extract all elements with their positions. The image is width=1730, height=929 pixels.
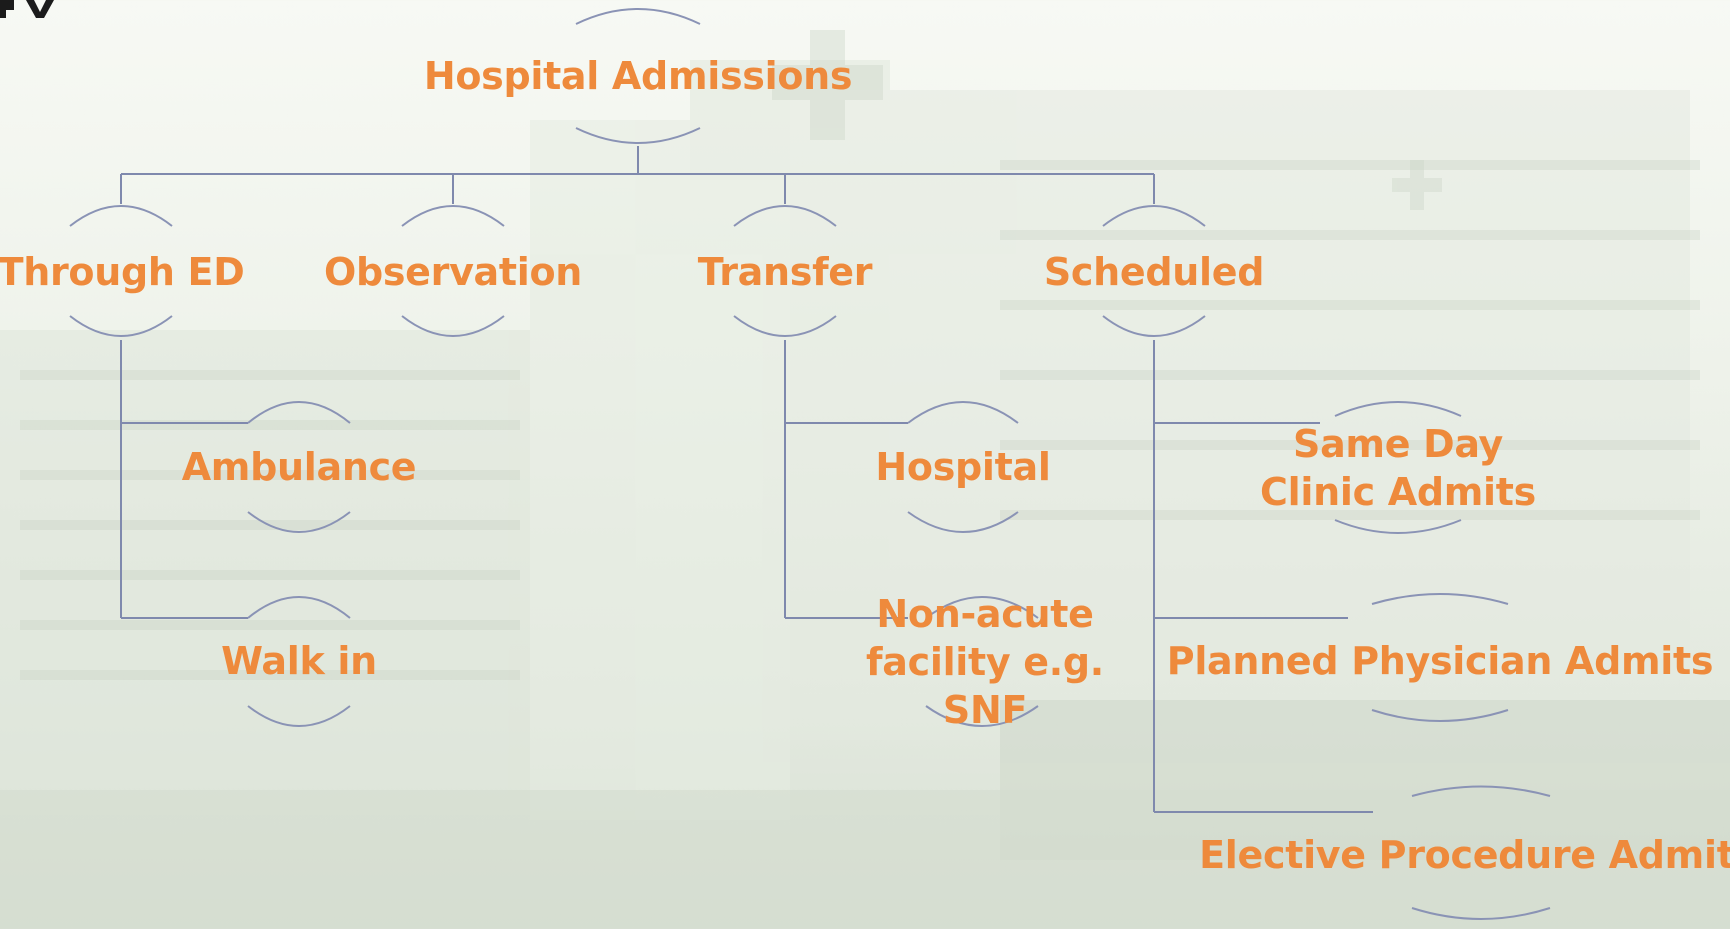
arc-scheduled-bottom (1102, 315, 1206, 337)
node-elective-procedure: Elective Procedure Admits (1199, 831, 1730, 879)
arc-same-day-bottom (1334, 519, 1462, 534)
node-observation-label: Observation (323, 250, 583, 294)
node-hospital: Hospital (860, 443, 1066, 491)
arc-non-acute-top (925, 596, 1039, 619)
node-hospital-label: Hospital (875, 445, 1051, 489)
arc-ambulance-bottom (247, 511, 351, 533)
arc-planned-bottom (1371, 709, 1509, 722)
corner-text-fragment (0, 0, 54, 18)
arc-observation-top (401, 205, 505, 227)
arc-scheduled-top (1102, 205, 1206, 227)
node-transfer-label: Transfer (697, 250, 873, 294)
node-planned-physician-label: Planned Physician Admits (1166, 639, 1714, 683)
node-non-acute-label: Non-acute facility e.g. SNF (866, 592, 1104, 732)
node-observation: Observation (323, 248, 583, 296)
node-walk-in-label: Walk in (221, 639, 377, 683)
node-ambulance-label: Ambulance (181, 445, 417, 489)
arc-transfer-bottom (733, 315, 837, 337)
arc-ambulance-top (247, 401, 351, 424)
node-root-label: Hospital Admissions (423, 54, 853, 98)
arc-hospital-bottom (907, 511, 1019, 533)
arc-through-ed-top (69, 205, 173, 227)
node-scheduled-label: Scheduled (1043, 250, 1265, 294)
node-through-ed-label: Through ED (0, 250, 245, 294)
arc-walk-in-bottom (247, 705, 351, 727)
arc-through-ed-bottom (69, 315, 173, 337)
arc-transfer-top (733, 205, 837, 227)
arc-elective-bottom (1411, 907, 1551, 920)
node-through-ed: Through ED (0, 248, 245, 296)
node-walk-in: Walk in (194, 637, 404, 685)
arc-planned-top (1371, 593, 1509, 605)
arc-walk-in-top (247, 596, 351, 619)
node-ambulance: Ambulance (174, 443, 424, 491)
node-elective-procedure-label: Elective Procedure Admits (1199, 833, 1730, 877)
arc-same-day-top (1334, 401, 1462, 417)
node-root: Hospital Admissions (424, 52, 853, 100)
arc-hospital-top (907, 401, 1019, 424)
arc-root-bottom (575, 127, 701, 144)
arc-observation-bottom (401, 315, 505, 337)
node-same-day-clinic: Same Day Clinic Admits (1240, 418, 1556, 518)
node-planned-physician: Planned Physician Admits (1167, 637, 1714, 685)
node-non-acute: Non-acute facility e.g. SNF (830, 592, 1140, 732)
node-same-day-clinic-label: Same Day Clinic Admits (1260, 422, 1536, 514)
node-transfer: Transfer (680, 248, 890, 296)
arc-non-acute-bottom (925, 705, 1039, 727)
arc-elective-top (1411, 785, 1551, 797)
arc-root-top (575, 8, 701, 25)
node-scheduled: Scheduled (1039, 248, 1269, 296)
